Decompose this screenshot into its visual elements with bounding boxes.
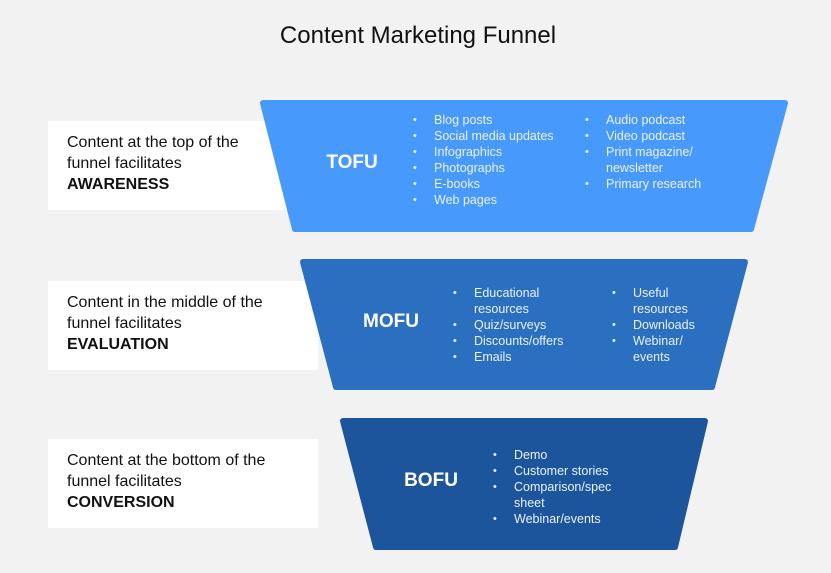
list-item: Video podcast <box>585 128 715 144</box>
goal-label: CONVERSION <box>67 494 175 511</box>
list-item: Primary research <box>585 176 715 192</box>
list-item: Web pages <box>413 192 573 208</box>
desc-line: Content at the top of the <box>67 134 239 151</box>
list-item: Photographs <box>413 160 573 176</box>
tofu-list-2: Audio podcast Video podcast Print magazi… <box>585 112 715 192</box>
list-item: Social media updates <box>413 128 573 144</box>
list-item: Webinar/ events <box>612 333 703 365</box>
list-item: Blog posts <box>413 112 573 128</box>
bofu-list: Demo Customer stories Comparison/spec sh… <box>493 447 623 527</box>
mofu-description: Content in the middle of the funnel faci… <box>67 292 263 355</box>
desc-line: funnel facilitates <box>67 315 182 332</box>
desc-line: Content in the middle of the <box>67 294 263 311</box>
bofu-description: Content at the bottom of the funnel faci… <box>67 450 265 513</box>
tofu-list-1: Blog posts Social media updates Infograp… <box>413 112 573 208</box>
goal-label: AWARENESS <box>67 176 170 193</box>
list-item: Infographics <box>413 144 573 160</box>
mofu-description-box <box>48 281 318 370</box>
list-item: Customer stories <box>493 463 623 479</box>
desc-line: funnel facilitates <box>67 155 182 172</box>
list-item: Educational resources <box>453 285 554 317</box>
mofu-list-2: Useful resources Downloads Webinar/ even… <box>612 285 712 365</box>
list-item: Comparison/spec sheet <box>493 479 622 511</box>
diagram-title: Content Marketing Funnel <box>279 22 557 49</box>
list-item: Emails <box>453 349 563 365</box>
list-item: Demo <box>493 447 623 463</box>
list-item: Audio podcast <box>585 112 715 128</box>
list-item: E-books <box>413 176 573 192</box>
tofu-description: Content at the top of the funnel facilit… <box>67 132 239 195</box>
list-item: Downloads <box>612 317 712 333</box>
goal-label: EVALUATION <box>67 336 169 353</box>
desc-line: funnel facilitates <box>67 473 182 490</box>
desc-line: Content at the bottom of the <box>67 452 266 469</box>
list-item: Print magazine/ newsletter <box>585 144 701 176</box>
bofu-description-box <box>48 439 318 528</box>
mofu-list-1: Educational resources Quiz/surveys Disco… <box>453 285 563 365</box>
mofu-label: MOFU <box>363 311 419 332</box>
list-item: Quiz/surveys <box>453 317 563 333</box>
list-item: Useful resources <box>612 285 703 317</box>
list-item: Webinar/events <box>493 511 623 527</box>
list-item: Discounts/offers <box>453 333 563 349</box>
tofu-label: TOFU <box>326 152 378 173</box>
bofu-label: BOFU <box>404 470 458 491</box>
